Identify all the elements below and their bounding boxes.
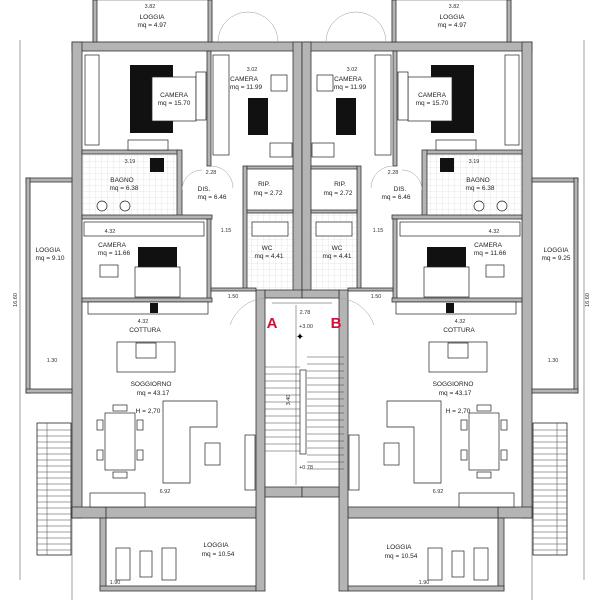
room-name: WC	[332, 245, 343, 252]
stair-flight-dim: 3.40	[286, 395, 292, 406]
dimension-labels: 3.82 3.82 3.02 3.02 3.19 3.19 2.28 2.28 …	[13, 4, 591, 586]
room-area: mq = 4.41	[322, 253, 351, 260]
room-name: RIP.	[334, 181, 346, 188]
dimension: 1.30	[548, 358, 559, 364]
left-labels: LOGGIA mq = 4.97 CAMERA mq = 15.70 CAMER…	[35, 14, 283, 558]
dimension: 1.90	[419, 580, 430, 586]
room-name: COTTURA	[129, 327, 161, 334]
dimension: 4.32	[105, 229, 116, 235]
compass-icon: ✦	[296, 332, 304, 343]
room-name: SOGGIORNO	[433, 381, 474, 388]
room-area: mq = 4.41	[254, 253, 283, 260]
room-name: CAMERA	[98, 242, 126, 249]
dimension: 4.32	[138, 319, 149, 325]
room-area: mq = 6.46	[197, 194, 226, 201]
room-area: mq = 15.70	[158, 100, 191, 107]
room-area: mq = 2.72	[323, 190, 352, 197]
room-area: mq = 11.66	[98, 250, 131, 257]
stair-elev-bottom: +0.78	[299, 465, 313, 471]
room-name: LOGGIA	[387, 544, 413, 551]
stairwell	[265, 302, 344, 485]
dimension: 1.50	[228, 294, 239, 300]
room-area: mq = 4.97	[437, 22, 466, 29]
room-name: SOGGIORNO	[131, 381, 172, 388]
dimension: 1.15	[221, 228, 232, 234]
room-name: CAMERA	[230, 76, 258, 83]
room-area: mq = 9.10	[35, 255, 64, 262]
room-area: mq = 6.38	[465, 185, 494, 192]
room-height: H = 2,70	[136, 408, 161, 415]
room-area: mq = 2.72	[253, 190, 282, 197]
dimension: 3.19	[125, 159, 136, 165]
dimension: 3.82	[449, 4, 460, 10]
room-area: mq = 4.97	[137, 22, 166, 29]
room-name: LOGGIA	[440, 14, 466, 21]
room-area: mq = 10.54	[385, 553, 418, 560]
room-name: CAMERA	[418, 92, 446, 99]
stair-width-dim: 2.78	[300, 310, 311, 316]
unit-b-label: B	[331, 315, 342, 332]
dimension: 3.02	[347, 67, 358, 73]
room-name: CAMERA	[334, 76, 362, 83]
room-name: WC	[262, 245, 273, 252]
dimension: 1.30	[47, 358, 58, 364]
stair-elev-top: +3.00	[299, 324, 313, 330]
room-name: CAMERA	[474, 242, 502, 249]
dimension: 2.28	[388, 170, 399, 176]
room-name: COTTURA	[443, 327, 475, 334]
dimension: 1.50	[371, 294, 382, 300]
room-name: RIP.	[258, 181, 270, 188]
unit-a-label: A	[267, 315, 278, 332]
room-area: mq = 43.17	[439, 390, 472, 397]
room-area: mq = 11.66	[474, 250, 507, 257]
dimension: 16.60	[585, 293, 591, 307]
dimension: 6.92	[433, 489, 444, 495]
room-height: H = 2,70	[446, 408, 471, 415]
dimension: 3.82	[145, 4, 156, 10]
dimension: 4.32	[455, 319, 466, 325]
room-name: BAGNO	[466, 177, 489, 184]
room-area: mq = 43.17	[137, 390, 170, 397]
room-area: mq = 6.46	[381, 194, 410, 201]
room-name: DIS.	[198, 186, 211, 193]
dimension: 1.90	[110, 580, 121, 586]
dimension: 4.32	[489, 229, 500, 235]
room-area: mq = 11.99	[230, 84, 263, 91]
room-name: BAGNO	[110, 177, 133, 184]
dimension: 1.15	[373, 228, 384, 234]
room-name: DIS.	[394, 186, 407, 193]
room-area: mq = 10.54	[202, 551, 235, 558]
room-area: mq = 11.99	[334, 84, 367, 91]
dimension: 3.19	[469, 159, 480, 165]
dimension: 16.60	[13, 293, 19, 307]
room-area: mq = 9.25	[541, 255, 570, 262]
room-name: LOGGIA	[140, 14, 166, 21]
dimension: 6.92	[160, 489, 171, 495]
room-name: LOGGIA	[544, 247, 570, 254]
room-name: LOGGIA	[204, 542, 230, 549]
room-name: CAMERA	[160, 92, 188, 99]
room-area: mq = 6.38	[109, 185, 138, 192]
right-labels: LOGGIA mq = 4.97 CAMERA mq = 15.70 CAMER…	[322, 14, 570, 560]
dimension: 2.28	[206, 170, 217, 176]
dimension: 3.02	[247, 67, 258, 73]
room-area: mq = 15.70	[416, 100, 449, 107]
room-name: LOGGIA	[36, 247, 62, 254]
